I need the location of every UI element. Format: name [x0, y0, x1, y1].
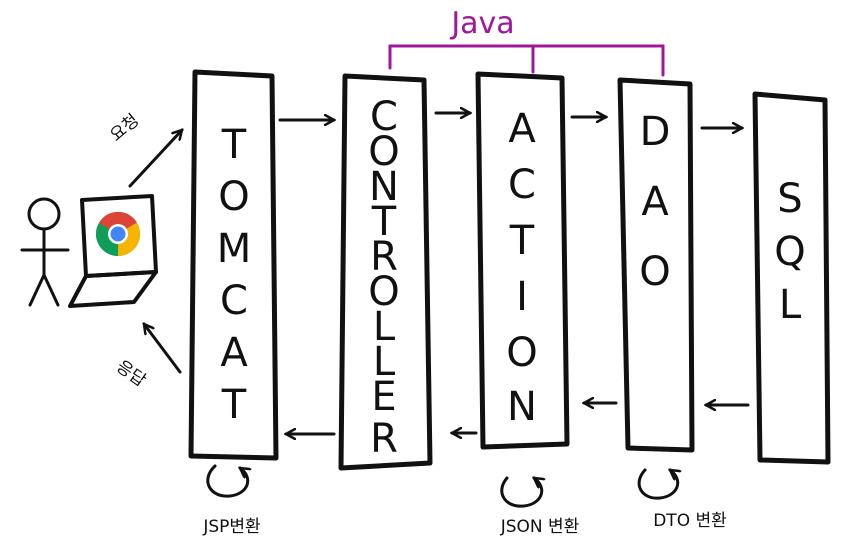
- action-label: A C T I O N: [506, 106, 537, 430]
- stick-figure-user-icon: [20, 197, 70, 307]
- action-letter: N: [507, 384, 537, 430]
- java-bracket: Java: [388, 6, 665, 77]
- tomcat-letter: A: [220, 330, 248, 376]
- dao-letter: D: [640, 109, 671, 155]
- jsp-loop-arrow-icon: [206, 464, 248, 498]
- controller-letter: L: [373, 304, 396, 350]
- tomcat-letter: T: [221, 122, 247, 168]
- controller-letter: C: [370, 94, 398, 140]
- tomcat-letter: C: [220, 278, 248, 324]
- controller-letter: N: [369, 164, 399, 210]
- controller-letter: O: [368, 129, 399, 175]
- controller-letter: E: [371, 374, 396, 420]
- jsp-convert-label: JSP변환: [202, 517, 260, 537]
- json-loop-arrow-icon: [500, 476, 542, 508]
- chrome-logo-icon: [95, 211, 141, 257]
- sql-letter: S: [777, 176, 802, 222]
- action-letter: O: [506, 330, 537, 376]
- laptop-icon: [68, 194, 158, 308]
- arrow-request: [128, 130, 182, 188]
- action-letter: T: [509, 218, 535, 264]
- sql-label: S Q L: [774, 176, 805, 328]
- sql-letter: Q: [774, 229, 805, 275]
- dto-loop-arrow-icon: [637, 468, 678, 500]
- sql-letter: L: [779, 282, 802, 328]
- dao-letter: A: [641, 179, 669, 225]
- tomcat-label: T O M C A T: [217, 122, 252, 428]
- java-label: Java: [449, 6, 514, 41]
- tomcat-box: [188, 69, 279, 461]
- controller-letter: L: [373, 339, 396, 385]
- action-letter: A: [508, 106, 536, 152]
- action-letter: I: [516, 274, 528, 320]
- arrow-response: [144, 324, 182, 374]
- dao-label: D A O: [639, 109, 670, 295]
- json-convert-label: JSON 변환: [500, 517, 580, 537]
- dao-box: [617, 77, 695, 453]
- request-label: 요청: [106, 110, 143, 145]
- controller-box: [338, 73, 433, 471]
- controller-letter: R: [370, 234, 398, 280]
- action-box: [475, 71, 570, 450]
- action-letter: C: [508, 162, 536, 208]
- controller-letter: O: [368, 269, 399, 315]
- controller-letter: R: [370, 416, 398, 462]
- dao-letter: O: [639, 249, 670, 295]
- tomcat-letter: M: [217, 226, 252, 272]
- dto-convert-label: DTO 변환: [653, 511, 727, 531]
- controller-letter: T: [371, 199, 397, 245]
- tomcat-letter: T: [221, 382, 247, 428]
- sql-box: [752, 91, 831, 465]
- controller-label: C O N T R O L L E R: [368, 94, 399, 462]
- response-label: 응답: [112, 357, 149, 392]
- tomcat-letter: O: [218, 174, 249, 220]
